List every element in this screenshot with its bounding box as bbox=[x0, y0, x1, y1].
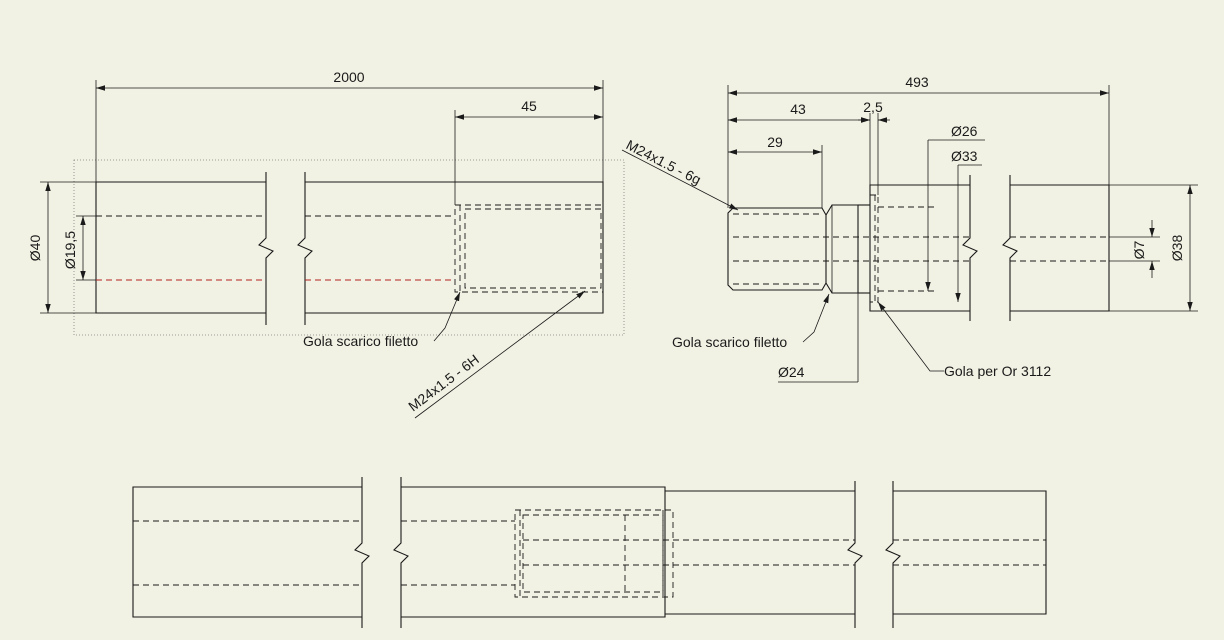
leader-thread-6g bbox=[621, 149, 739, 211]
dim-d33: Ø33 bbox=[951, 148, 978, 164]
dim-d26: Ø26 bbox=[951, 123, 978, 139]
dim-d24: Ø24 bbox=[778, 364, 805, 380]
assy-break-1 bbox=[354, 477, 370, 628]
label-relief-1: Gola scarico filetto bbox=[303, 333, 418, 349]
view-boundary bbox=[73, 159, 625, 336]
assy-plug-end bbox=[893, 490, 1047, 615]
leader-oring bbox=[877, 301, 944, 372]
plug-thread-outline bbox=[727, 207, 827, 291]
assy-break-2 bbox=[393, 477, 409, 628]
assy-plug-body bbox=[665, 490, 855, 615]
plug-relief-groove bbox=[825, 204, 859, 294]
thread-hidden-outer bbox=[454, 204, 604, 293]
dim-d40: Ø40 bbox=[27, 235, 43, 262]
assy-break-3 bbox=[847, 481, 863, 628]
thread-hidden-inner bbox=[464, 208, 602, 289]
plug-end-outline bbox=[1010, 184, 1110, 312]
assy-thread-inner bbox=[522, 514, 664, 593]
dim-d7: Ø7 bbox=[1131, 240, 1147, 259]
assy-thread-outer bbox=[514, 509, 674, 598]
label-thread-6g: M24x1.5 - 6g bbox=[624, 136, 704, 187]
break-line-right bbox=[297, 172, 313, 325]
dim-2-5: 2,5 bbox=[863, 99, 883, 115]
label-thread-6h: M24x1.5 - 6H bbox=[405, 351, 482, 414]
tube-left-outline bbox=[95, 181, 266, 314]
assy-tube-right bbox=[401, 486, 666, 618]
label-oring: Gola per Or 3112 bbox=[944, 363, 1051, 379]
dim-29: 29 bbox=[767, 134, 783, 150]
assy-tube-left bbox=[132, 486, 362, 618]
leader-thread-6h bbox=[414, 290, 586, 419]
assy-break-4 bbox=[885, 481, 901, 628]
dim-d19-5: Ø19,5 bbox=[62, 231, 78, 269]
dim-493: 493 bbox=[905, 74, 929, 90]
view-plug: 493 43 2,5 29 Ø26 Ø33 Ø7 Ø38 bbox=[621, 74, 1198, 383]
dim-45: 45 bbox=[521, 98, 537, 114]
dim-d38: Ø38 bbox=[1169, 235, 1185, 262]
plug-break-right bbox=[1002, 175, 1018, 321]
oring-groove-hidden bbox=[870, 194, 879, 303]
break-line-left bbox=[258, 172, 274, 325]
dim-2000: 2000 bbox=[333, 69, 364, 85]
leader-relief-2 bbox=[802, 293, 830, 343]
view-tube: 2000 45 Ø40 Ø19,5 Gola scarico filetto M… bbox=[27, 69, 625, 419]
tube-right-outline bbox=[305, 181, 604, 314]
leader-relief bbox=[433, 291, 461, 342]
label-relief-2: Gola scarico filetto bbox=[672, 334, 787, 350]
view-assembly bbox=[132, 477, 1047, 628]
dim-43: 43 bbox=[790, 101, 806, 117]
plug-break-left bbox=[962, 175, 978, 321]
plug-body-outline bbox=[869, 184, 970, 312]
